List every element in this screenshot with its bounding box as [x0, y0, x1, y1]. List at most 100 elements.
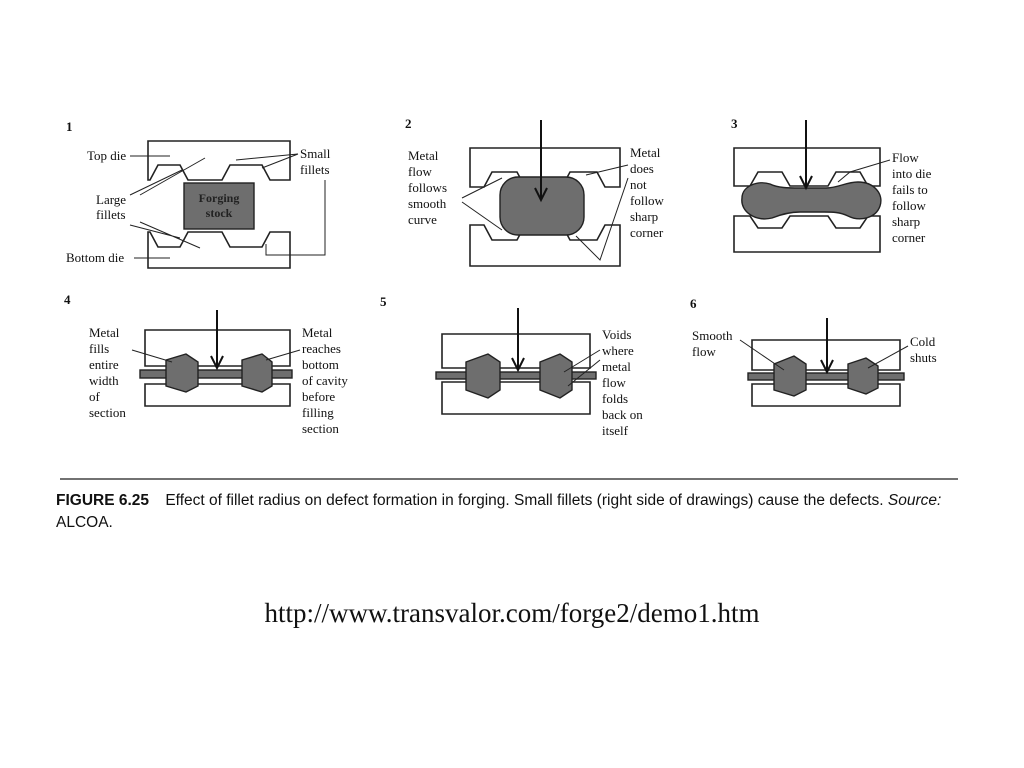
label-large-fillets-1: Large	[96, 192, 126, 207]
svg-text:into die: into die	[892, 166, 932, 181]
label-smooth-flow-1: Smooth	[692, 328, 733, 343]
svg-text:corner: corner	[630, 225, 664, 240]
label-small-fillets-1: Small	[300, 146, 331, 161]
press-arrow	[210, 310, 224, 371]
svg-text:fills: fills	[89, 341, 109, 356]
svg-text:filling: filling	[302, 405, 334, 420]
panel-6: 6 Smooth flow Cold shuts	[690, 296, 937, 407]
press-arrow	[511, 308, 525, 373]
svg-text:Voids: Voids	[602, 327, 631, 342]
leader-small-fillets	[235, 153, 326, 256]
panel-5: 5 Voids where metal flow folds back on i…	[380, 294, 643, 438]
svg-text:back on: back on	[602, 407, 643, 422]
panel-number: 3	[731, 116, 738, 131]
bottom-die	[147, 231, 291, 269]
right-boss	[241, 353, 273, 393]
panel-number: 4	[64, 292, 71, 307]
figure-number: FIGURE 6.25	[56, 492, 150, 509]
deforming-stock	[741, 181, 882, 220]
svg-text:of cavity: of cavity	[302, 373, 348, 388]
svg-text:follow: follow	[892, 198, 927, 213]
leader-left	[131, 349, 173, 363]
svg-text:sharp: sharp	[630, 209, 658, 224]
svg-text:Metal: Metal	[302, 325, 333, 340]
svg-text:of: of	[89, 389, 101, 404]
forging-defects-figure: 1 Forging stock Top die Large fillets Bo…	[60, 116, 958, 480]
right-boss	[539, 353, 573, 399]
right-label: Metal reaches bottom of cavity before fi…	[302, 325, 348, 436]
leader-right	[563, 349, 601, 387]
panel-3: 3 Flow into die fails to follow sharp co…	[731, 116, 932, 253]
leader-right	[837, 159, 891, 183]
panel-2: 2 Metal flow follows smooth curve Metal …	[405, 116, 665, 267]
svg-text:section: section	[89, 405, 126, 420]
svg-text:section: section	[302, 421, 339, 436]
panel-number: 2	[405, 116, 412, 131]
stock-label-line1: Forging	[199, 191, 240, 205]
source-value: ALCOA.	[56, 514, 113, 531]
bottom-die	[733, 215, 881, 253]
press-arrow	[799, 120, 813, 191]
label-top-die: Top die	[87, 148, 126, 163]
panel-1: 1 Forging stock Top die Large fillets Bo…	[66, 119, 331, 269]
svg-text:bottom: bottom	[302, 357, 339, 372]
forging-stock	[183, 182, 255, 230]
source-url[interactable]: http://www.transvalor.com/forge2/demo1.h…	[264, 598, 760, 628]
caption-text: Effect of fillet radius on defect format…	[165, 492, 884, 509]
label-cold-shuts-1: Cold	[910, 334, 936, 349]
svg-text:itself: itself	[602, 423, 629, 438]
press-arrow	[534, 120, 548, 203]
left-boss	[465, 353, 501, 399]
svg-text:before: before	[302, 389, 335, 404]
svg-text:corner: corner	[892, 230, 926, 245]
left-boss	[165, 353, 199, 393]
right-label: Flow into die fails to follow sharp corn…	[892, 150, 932, 245]
panel-number: 6	[690, 296, 697, 311]
leader-left	[461, 177, 503, 231]
svg-text:reaches: reaches	[302, 341, 341, 356]
flash	[139, 369, 293, 379]
svg-text:smooth: smooth	[408, 196, 447, 211]
svg-text:sharp: sharp	[892, 214, 920, 229]
svg-text:Metal: Metal	[630, 145, 661, 160]
label-bottom-die: Bottom die	[66, 250, 124, 265]
svg-text:where: where	[602, 343, 634, 358]
svg-text:width: width	[89, 373, 119, 388]
svg-text:flow: flow	[408, 164, 432, 179]
leader-left	[739, 339, 785, 371]
label-cold-shuts-2: shuts	[910, 350, 937, 365]
panel-4: 4 Metal fills entire width of section Me…	[64, 292, 348, 436]
leader-right	[867, 345, 909, 369]
press-arrow	[820, 318, 834, 375]
label-smooth-flow-2: flow	[692, 344, 716, 359]
label-small-fillets-2: fillets	[300, 162, 330, 177]
left-boss	[773, 355, 807, 397]
figure-caption: FIGURE 6.25 Effect of fillet radius on d…	[56, 490, 956, 534]
svg-text:entire: entire	[89, 357, 119, 372]
flash	[747, 372, 905, 381]
source-label: Source:	[887, 492, 942, 509]
svg-text:metal: metal	[602, 359, 631, 374]
right-boss	[847, 357, 879, 395]
right-label: Metal does not follow sharp corner	[630, 145, 665, 240]
svg-text:Metal: Metal	[89, 325, 120, 340]
svg-text:curve: curve	[408, 212, 437, 227]
flash	[435, 371, 597, 380]
label-large-fillets-2: fillets	[96, 207, 126, 222]
stock-label-line2: stock	[206, 206, 233, 220]
svg-text:flow: flow	[602, 375, 626, 390]
svg-text:follows: follows	[408, 180, 447, 195]
leader-right	[575, 164, 629, 261]
right-label: Voids where metal flow folds back on its…	[602, 327, 643, 438]
svg-text:Metal: Metal	[408, 148, 439, 163]
top-die	[147, 140, 291, 181]
svg-text:does: does	[630, 161, 654, 176]
panel-number: 1	[66, 119, 73, 134]
svg-text:fails to: fails to	[892, 182, 928, 197]
left-label: Metal fills entire width of section	[89, 325, 126, 420]
svg-text:Flow: Flow	[892, 150, 919, 165]
svg-text:not: not	[630, 177, 647, 192]
svg-text:follow: follow	[630, 193, 665, 208]
left-label: Metal flow follows smooth curve	[408, 148, 447, 227]
leader-right	[265, 349, 301, 361]
